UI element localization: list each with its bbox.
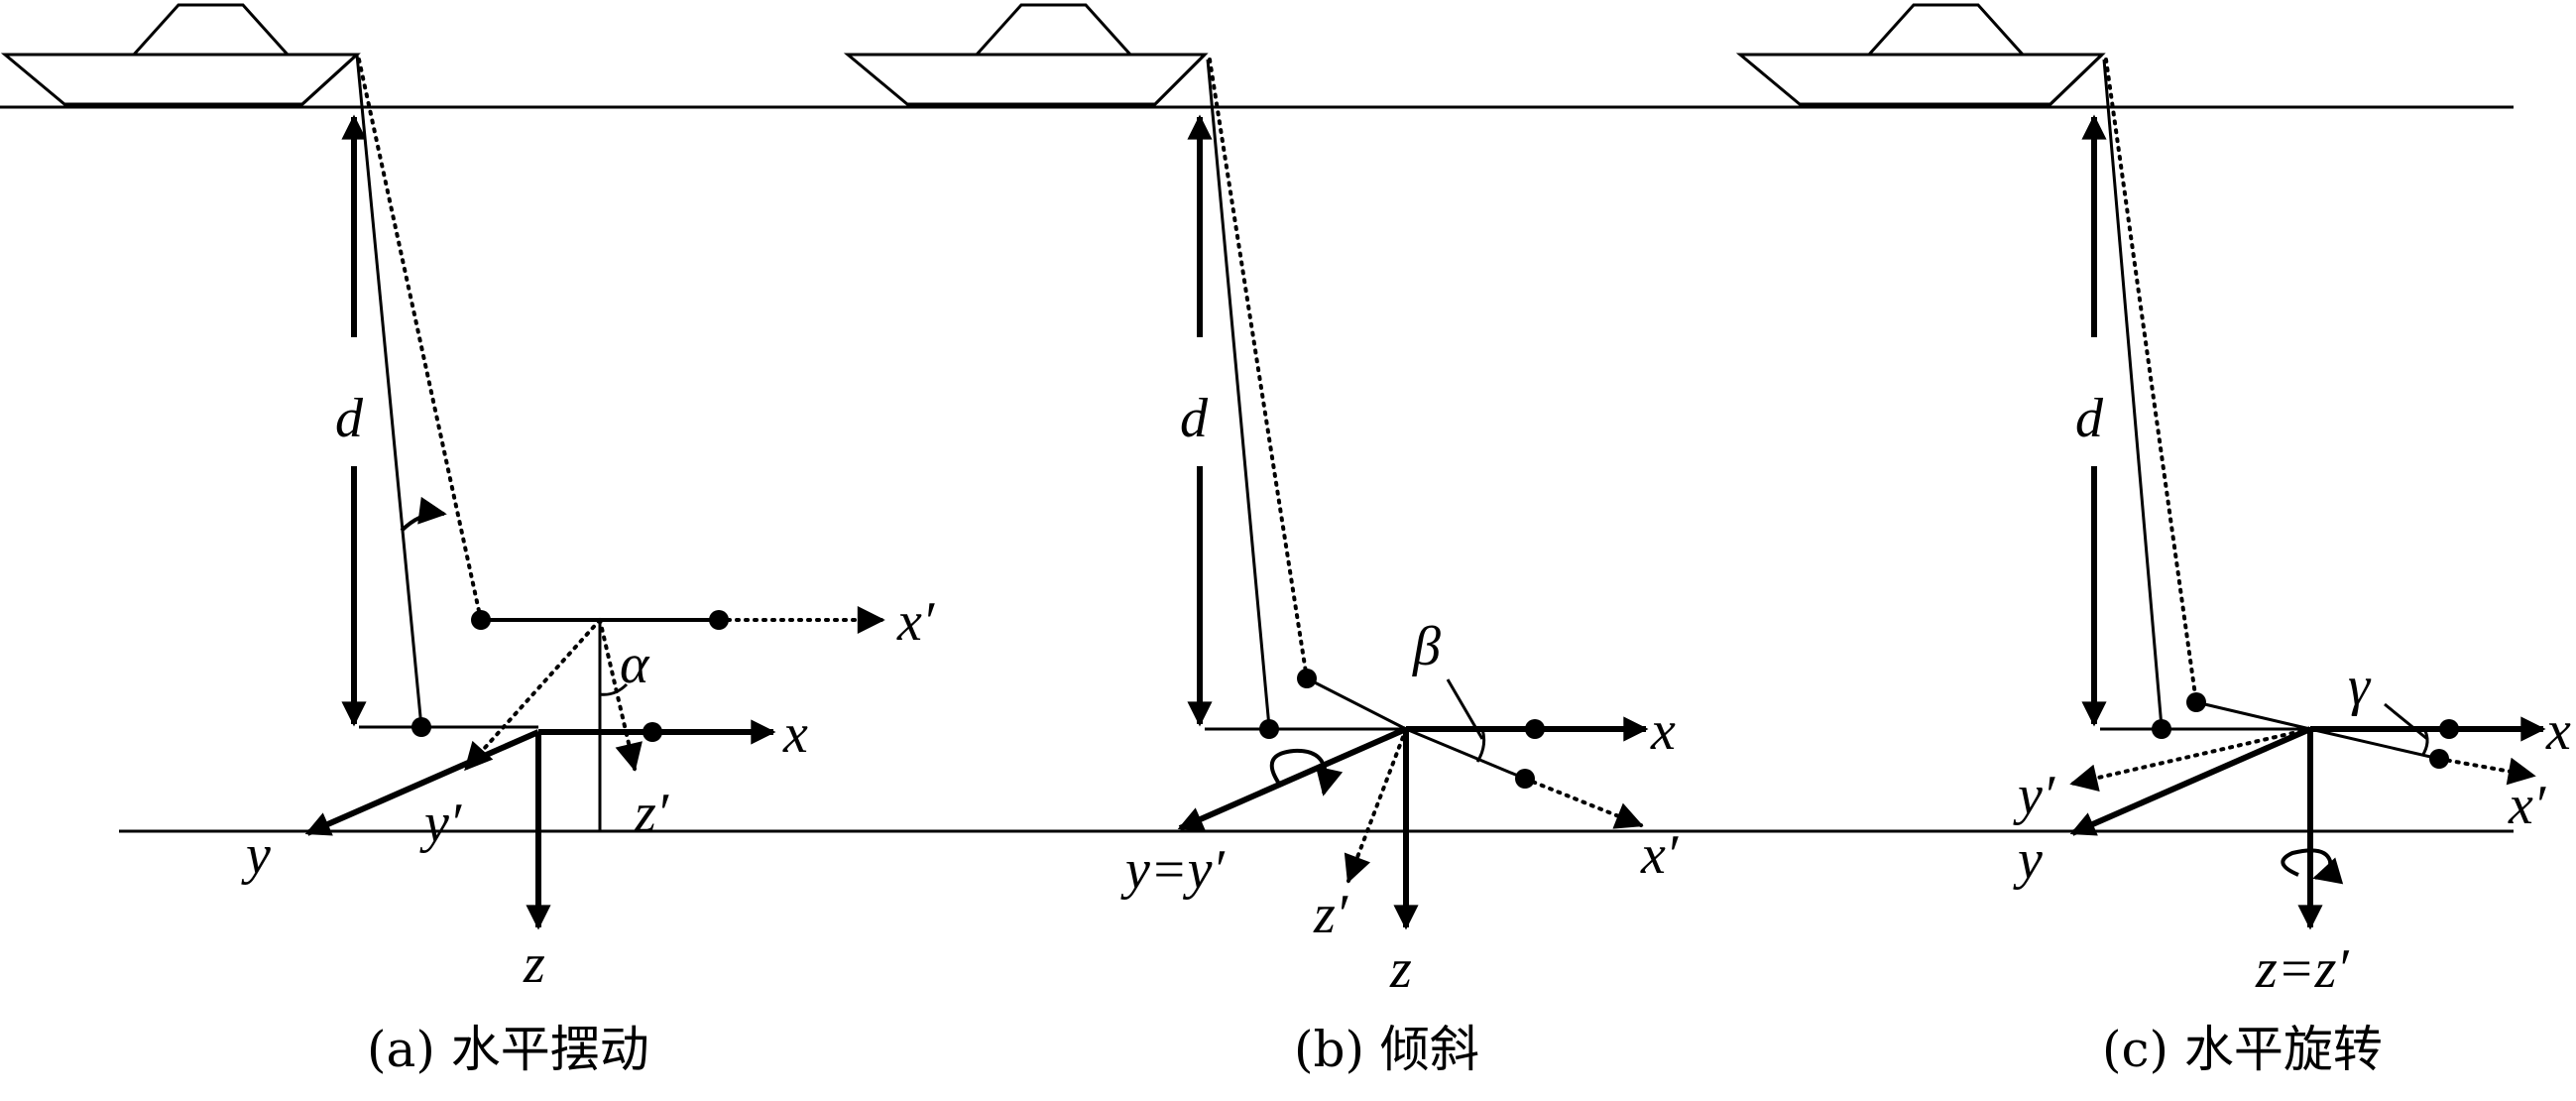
ship-icon <box>843 3 1209 106</box>
y-prime-axis-arrow <box>2069 727 2312 793</box>
rotated-body-line <box>2195 700 2311 731</box>
y-axis-arrow <box>304 729 540 836</box>
tilted-body-line <box>1306 676 1407 731</box>
x-axis-node <box>1525 719 1545 739</box>
panel-a: d x′ α x y z y′ z′ (a) 水平摆动 <box>0 3 935 1078</box>
gamma-label: γ <box>2348 656 2372 717</box>
towed-cable <box>355 54 423 728</box>
x-axis-node <box>2439 719 2459 739</box>
original-body-node <box>411 717 431 737</box>
x-axis-node <box>643 722 662 742</box>
ship-icon <box>1735 3 2106 106</box>
depth-label: d <box>335 388 364 449</box>
swung-cable <box>357 58 483 622</box>
z-axis-label: z <box>1389 938 1412 1000</box>
beta-angle-arc <box>1475 728 1486 763</box>
gamma-leader <box>2384 702 2428 741</box>
beta-label: β <box>1412 616 1441 677</box>
towed-cable <box>2102 59 2164 728</box>
panel-b: d x x′ β y=y′ z′ z (b) 倾斜 <box>843 3 1679 1078</box>
original-body-node <box>1259 719 1279 739</box>
x-axis-label: x <box>2545 700 2571 762</box>
alpha-label: α <box>620 634 650 695</box>
panel-c-caption: (c) 水平旋转 <box>2102 1021 2383 1078</box>
z-prime-axis-arrow <box>1344 727 1408 884</box>
z-axis-label: z=z′ <box>2255 938 2349 1000</box>
panel-a-caption: (a) 水平摆动 <box>367 1021 649 1078</box>
panel-c: d x x′ γ y′ y z=z′ (c) 水平旋转 <box>1735 3 2571 1078</box>
depth-label: d <box>2075 388 2104 449</box>
x-prime-axis-line <box>1405 727 1526 781</box>
x-prime-axis-line <box>2309 727 2440 761</box>
y-axis-label: y <box>2013 829 2043 891</box>
panel-b-caption: (b) 倾斜 <box>1294 1021 1479 1078</box>
x-prime-axis-label: x′ <box>2508 775 2546 836</box>
z-axis-label: z <box>523 933 545 995</box>
rotation-arc <box>1269 748 1344 796</box>
original-body-node <box>2152 719 2171 739</box>
depth-label: d <box>1180 388 1209 449</box>
x-axis-label: x <box>782 703 808 765</box>
rotated-cable <box>2104 58 2198 704</box>
y-prime-axis-label: y′ <box>2013 765 2055 826</box>
y-prime-axis-label: y′ <box>419 793 462 854</box>
z-prime-axis-label: z′ <box>1313 884 1348 945</box>
swung-body-node-left <box>471 610 491 630</box>
rotated-body-node <box>2186 692 2206 712</box>
ship-icon <box>0 3 361 106</box>
alpha-angle-arc <box>599 682 629 696</box>
y-axis-label: y <box>241 824 271 886</box>
x-prime-axis-arrow <box>1523 777 1644 829</box>
z-prime-axis-arrow <box>598 618 643 772</box>
rotation-arc <box>2281 848 2344 885</box>
x-axis-label: x <box>1650 700 1676 762</box>
x-prime-axis-arrow <box>2437 757 2536 786</box>
beta-leader <box>1446 678 1484 740</box>
x-prime-axis-label: x′ <box>1640 824 1679 886</box>
tilted-body-node <box>1297 669 1317 688</box>
swing-angle-arc <box>400 496 447 533</box>
y-axis-arrow <box>2069 726 2312 836</box>
towed-cable <box>1206 59 1271 728</box>
y-prime-axis-arrow <box>464 618 602 772</box>
z-prime-axis-label: z′ <box>634 783 669 844</box>
y-axis-arrow <box>1177 726 1408 831</box>
y-axis-label: y=y′ <box>1120 839 1226 901</box>
x-prime-axis-label: x′ <box>896 591 935 653</box>
tilted-cable <box>1208 58 1309 680</box>
gamma-angle-arc <box>2420 728 2429 757</box>
